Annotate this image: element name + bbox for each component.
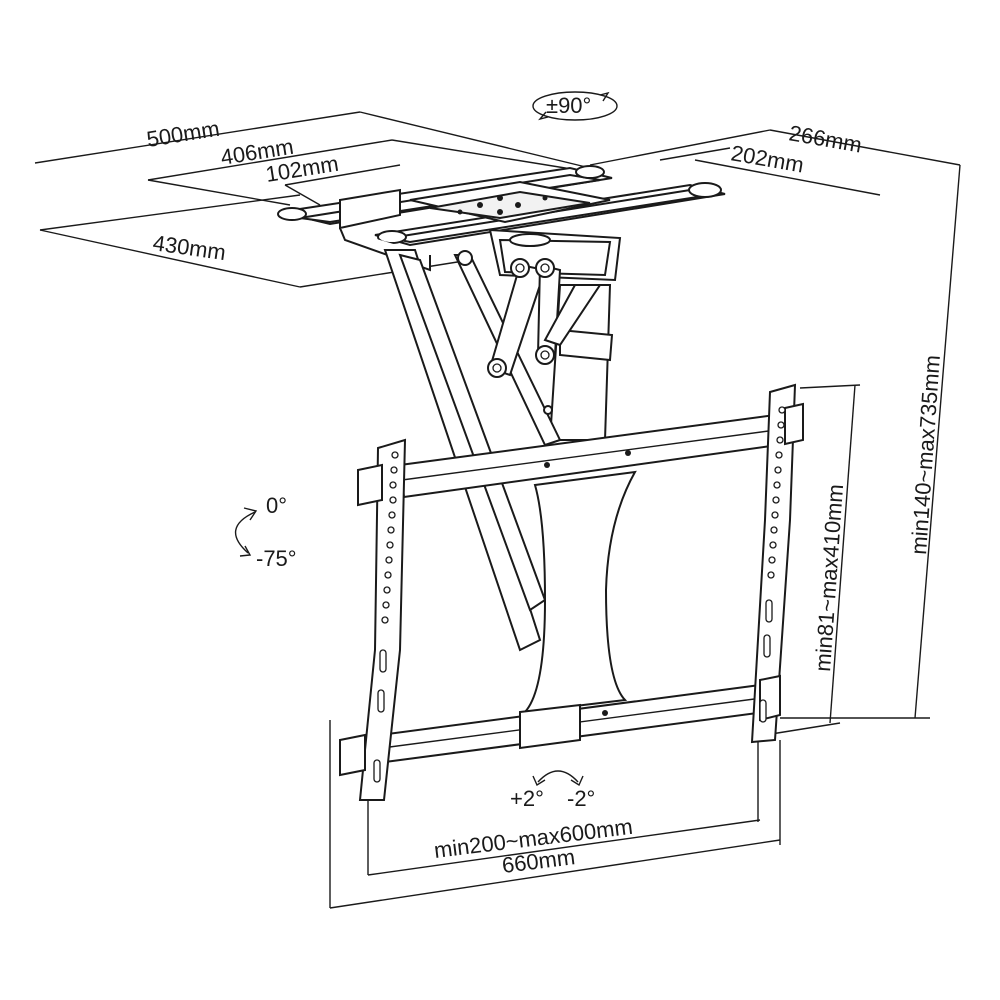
level-plus-label: +2° <box>510 786 544 811</box>
right-rail-holes <box>759 406 786 723</box>
rotation-indicator-top <box>532 91 618 121</box>
dimension-lines <box>34 111 961 909</box>
dim-drop-height-label: min140~max735mm <box>906 354 945 555</box>
tilt-arrow-icon <box>234 507 258 557</box>
ceiling-plate <box>277 165 726 282</box>
rotation-label: ±90° <box>546 93 591 118</box>
level-arrow-icon <box>532 770 584 787</box>
tilt-max-label: 0° <box>266 493 287 518</box>
level-minus-label: -2° <box>567 786 595 811</box>
dim-430-label: 430mm <box>151 230 227 265</box>
tilt-min-label: -75° <box>256 546 297 571</box>
tv-bracket <box>339 383 804 801</box>
drop-arm <box>383 249 614 652</box>
dim-vesa-height-label: min81~max410mm <box>810 483 848 672</box>
dim-500-label: 500mm <box>145 116 221 152</box>
left-rail-holes <box>373 451 399 783</box>
